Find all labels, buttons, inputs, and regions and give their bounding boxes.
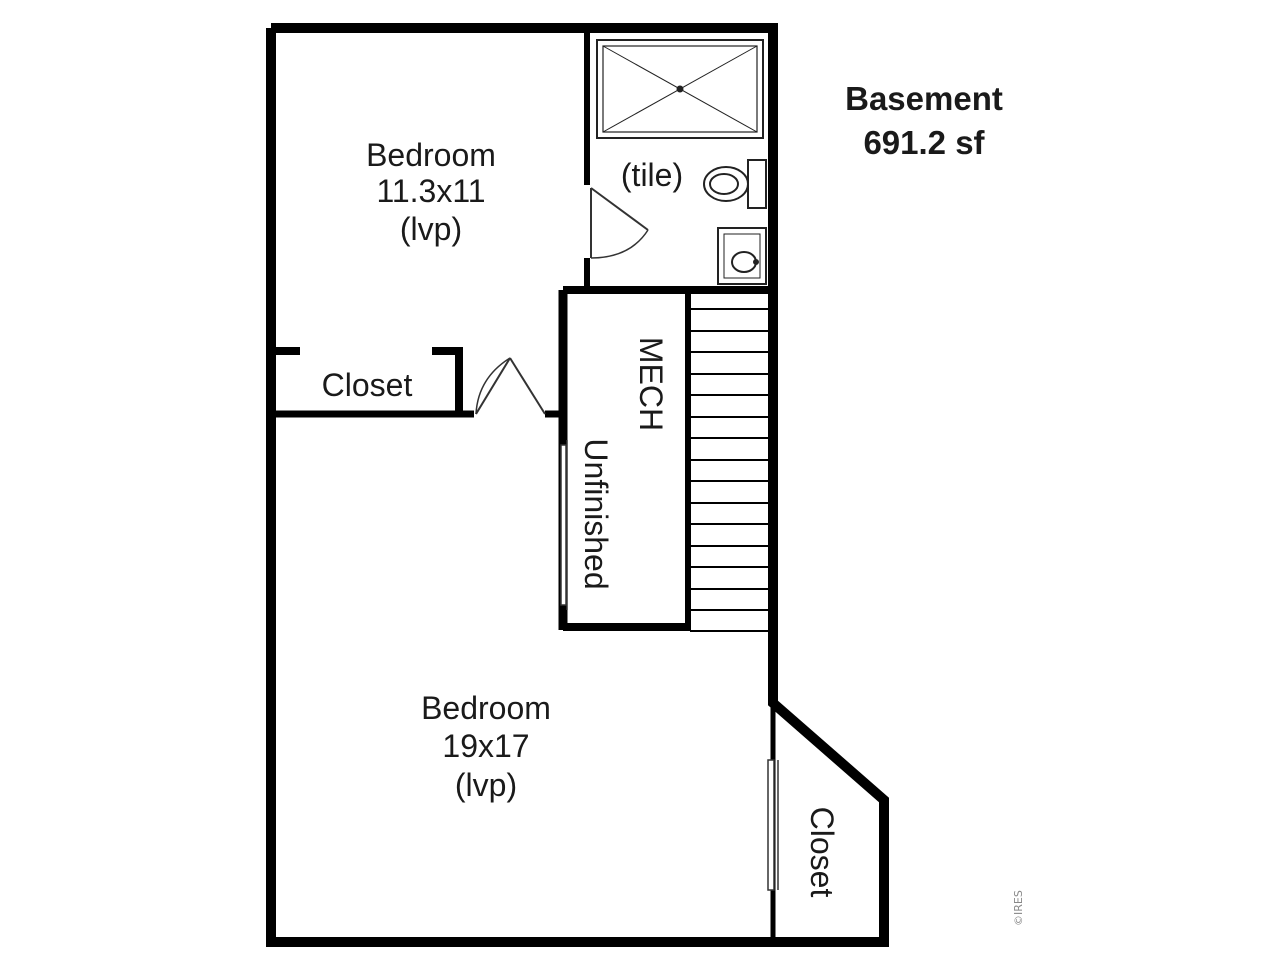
mech-sliding-door-icon (560, 440, 568, 610)
plan-area: 691.2 sf (863, 124, 985, 161)
lower-closet-sliding-door-icon (767, 759, 779, 891)
room-name: Bedroom (421, 690, 551, 726)
sink-icon (717, 227, 767, 285)
bathroom-floor-label: (tile) (621, 157, 683, 193)
lower-bedroom-label: Bedroom 19x17 (lvp) (421, 690, 551, 803)
interior-walls (271, 28, 776, 942)
room-size: 19x17 (442, 728, 529, 764)
room-size: 11.3x11 (376, 173, 485, 209)
stairs (690, 308, 769, 632)
closet-door-icon (475, 357, 546, 415)
lower-closet-label: Closet (804, 807, 840, 898)
room-floor: (lvp) (400, 211, 462, 247)
upper-closet-label: Closet (322, 367, 413, 403)
mech-label: MECH (633, 337, 669, 431)
title-block: Basement 691.2 sf (845, 80, 1003, 161)
upper-bedroom-label: Bedroom 11.3x11 (lvp) (366, 137, 496, 247)
watermark: ©IRES (1012, 890, 1025, 926)
room-name: Bedroom (366, 137, 496, 173)
shower-icon (596, 39, 764, 139)
bathroom-door-icon (590, 187, 649, 259)
plan-title: Basement (845, 80, 1003, 117)
room-floor: (lvp) (455, 767, 517, 803)
outer-walls (266, 23, 889, 947)
mech-note-label: Unfinished (578, 438, 614, 589)
toilet-icon (703, 159, 767, 209)
